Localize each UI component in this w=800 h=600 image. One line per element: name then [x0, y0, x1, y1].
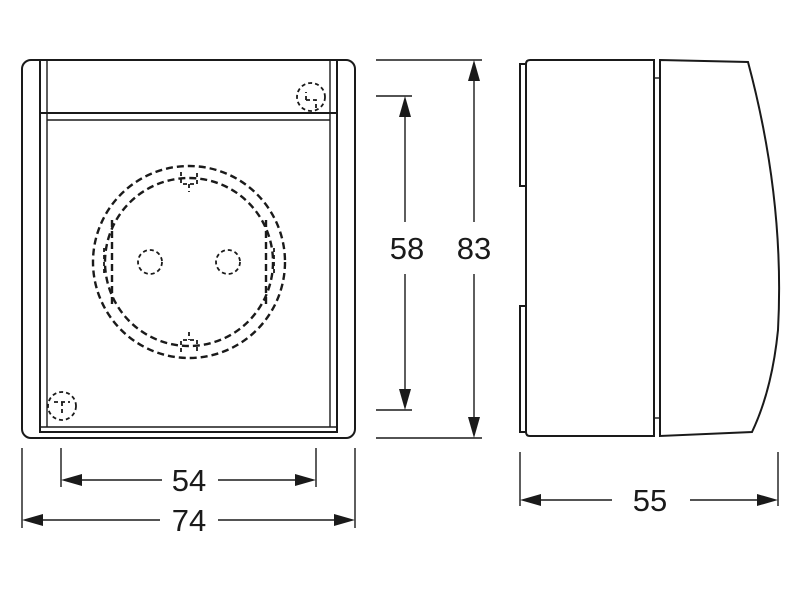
outer-height-label: 83 — [457, 231, 491, 266]
depth-label: 55 — [633, 483, 667, 518]
front-inner-frame — [39, 59, 338, 433]
pin-hole-left — [137, 249, 163, 275]
hinge-bottom-left-icon — [47, 391, 77, 421]
side-front-cover — [659, 58, 781, 438]
side-notch-top — [519, 63, 526, 187]
inner-width-label: 54 — [172, 463, 206, 498]
pin-hole-right — [215, 249, 241, 275]
inner-height-label: 58 — [390, 231, 424, 266]
outer-width-label: 74 — [172, 503, 206, 538]
side-notch-bottom — [519, 305, 526, 433]
dimension-inner-width: 54 — [60, 448, 317, 498]
socket-outlet-icon — [91, 164, 287, 360]
front-housing-outline — [21, 59, 356, 439]
side-view — [519, 58, 781, 438]
front-view — [21, 59, 356, 439]
dimension-inner-height: 58 — [376, 95, 424, 411]
dimension-depth: 55 — [519, 452, 779, 518]
side-rear-body — [525, 59, 655, 437]
hinge-top-right-icon — [296, 82, 326, 112]
dimension-outer-width: 74 — [21, 448, 356, 538]
dimension-outer-height: 83 — [376, 59, 491, 439]
